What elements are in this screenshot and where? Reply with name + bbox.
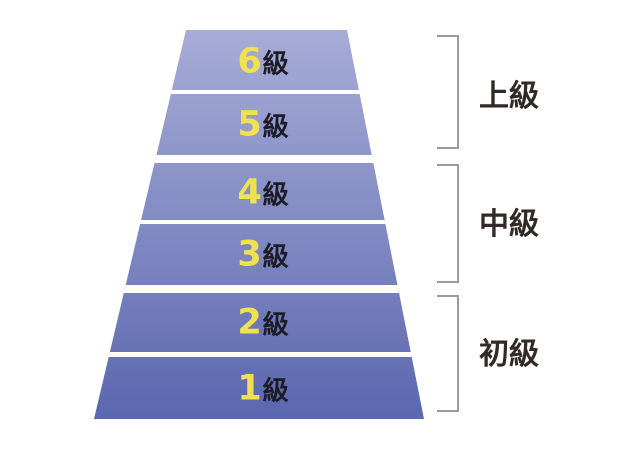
section-separator-line (94, 285, 424, 293)
separator-line (94, 90, 424, 94)
section-separator-line (94, 155, 424, 163)
level-4-number: 4 (237, 172, 263, 213)
level-2-label: 2級 (237, 302, 289, 343)
group-label-advanced: 上級 (479, 79, 539, 114)
separator-line (94, 352, 424, 357)
level-1-label: 1級 (237, 368, 289, 409)
level-1-suffix: 級 (262, 376, 289, 407)
level-5-label: 5級 (237, 104, 289, 145)
level-6-number: 6 (237, 41, 263, 82)
level-3-suffix: 級 (262, 242, 289, 273)
separator-line (94, 220, 424, 224)
level-2-number: 2 (237, 302, 263, 343)
level-2-suffix: 級 (262, 310, 289, 341)
level-1-number: 1 (237, 368, 263, 409)
group-bracket-intermediate (437, 164, 459, 283)
level-6-label: 6級 (237, 41, 289, 82)
group-bracket-beginner (437, 295, 459, 412)
level-4-label: 4級 (237, 172, 289, 213)
level-5-number: 5 (237, 104, 263, 145)
level-6-suffix: 級 (262, 49, 289, 80)
level-3-label: 3級 (237, 234, 289, 275)
group-label-beginner: 初級 (479, 337, 539, 372)
level-3-number: 3 (237, 234, 263, 275)
level-5-suffix: 級 (262, 112, 289, 143)
level-4-suffix: 級 (262, 180, 289, 211)
group-label-intermediate: 中級 (479, 207, 539, 242)
group-bracket-advanced (437, 35, 459, 149)
